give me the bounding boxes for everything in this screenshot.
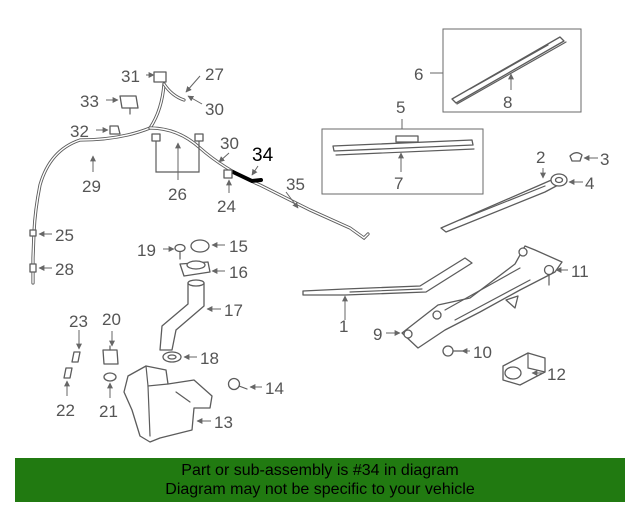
callout-21: 21 bbox=[99, 402, 118, 421]
hose-joint-28 bbox=[29, 263, 37, 273]
clip-32 bbox=[109, 125, 121, 135]
callout-32: 32 bbox=[70, 122, 89, 141]
banner-line-disclaimer: Diagram may not be specific to your vehi… bbox=[165, 481, 475, 498]
linkage-bolt-11 bbox=[543, 264, 555, 286]
leader-27 bbox=[185, 75, 201, 93]
callout-24: 24 bbox=[217, 197, 236, 216]
callout-13: 13 bbox=[214, 413, 233, 432]
callout-20: 20 bbox=[102, 310, 121, 329]
callout-4: 4 bbox=[585, 174, 594, 193]
callout-10: 10 bbox=[473, 343, 492, 362]
wiper-blade-7 bbox=[332, 135, 475, 156]
arm-cap-3 bbox=[569, 152, 583, 162]
seal-15 bbox=[190, 239, 210, 253]
callout-28: 28 bbox=[55, 260, 74, 279]
leader-30a bbox=[187, 95, 203, 105]
washer-pump-20 bbox=[102, 345, 119, 365]
callout-15: 15 bbox=[229, 237, 248, 256]
callout-30b: 30 bbox=[220, 134, 239, 153]
callout-33: 33 bbox=[80, 92, 99, 111]
callout-14: 14 bbox=[265, 379, 284, 398]
grommet-18 bbox=[162, 351, 182, 363]
callout-34: 34 bbox=[252, 145, 274, 166]
callout-6: 6 bbox=[414, 65, 423, 84]
callout-18: 18 bbox=[200, 349, 219, 368]
leader-35 bbox=[285, 191, 299, 209]
wiper-blade-8 bbox=[451, 36, 567, 105]
info-banner: Part or sub-assembly is #34 in diagram D… bbox=[15, 458, 625, 502]
reservoir-bolt-14 bbox=[227, 377, 248, 391]
callout-17: 17 bbox=[224, 301, 243, 320]
callout-31: 31 bbox=[121, 67, 140, 86]
callout-11: 11 bbox=[571, 262, 589, 281]
arm-nut-4 bbox=[550, 173, 568, 187]
callout-3: 3 bbox=[600, 150, 609, 169]
washer-hose-35 bbox=[148, 126, 370, 241]
callout-7: 7 bbox=[394, 174, 403, 193]
callout-8: 8 bbox=[503, 93, 512, 112]
wiper-washer-parts-diagram: 6 8 5 7 2 3 4 1 9 bbox=[29, 28, 609, 443]
screw-19 bbox=[174, 243, 186, 260]
callout-26: 26 bbox=[168, 185, 187, 204]
linkage-bolt-10 bbox=[442, 345, 464, 357]
leader-30b bbox=[218, 152, 230, 163]
wiper-linkage-9 bbox=[401, 245, 563, 349]
wiper-motor-12 bbox=[502, 352, 546, 386]
washer-hose-27 bbox=[162, 82, 186, 102]
leader-34 bbox=[251, 165, 259, 176]
callout-22: 22 bbox=[56, 401, 75, 420]
check-valve-33 bbox=[119, 95, 139, 115]
callout-9: 9 bbox=[373, 325, 382, 344]
callout-35: 35 bbox=[286, 175, 305, 194]
blade-8-box bbox=[442, 28, 582, 113]
callout-25: 25 bbox=[55, 226, 74, 245]
nozzle-22 bbox=[63, 367, 73, 379]
callout-5: 5 bbox=[396, 98, 405, 117]
callout-29: 29 bbox=[82, 177, 101, 196]
washer-hose-34-highlighted bbox=[231, 170, 263, 184]
hose-joint-25 bbox=[29, 229, 37, 237]
connector-31 bbox=[153, 71, 167, 83]
washer-reservoir-13 bbox=[123, 365, 213, 443]
filler-neck-17 bbox=[159, 279, 205, 351]
callout-23: 23 bbox=[69, 312, 88, 331]
banner-line-part-info: Part or sub-assembly is #34 in diagram bbox=[181, 462, 459, 479]
connector-24 bbox=[223, 169, 233, 179]
pump-grommet-21 bbox=[103, 372, 117, 382]
callout-1: 1 bbox=[339, 317, 348, 336]
wiper-arm-2 bbox=[440, 177, 561, 233]
nozzle-23 bbox=[71, 351, 81, 363]
callout-27: 27 bbox=[205, 65, 224, 84]
filler-cap-16 bbox=[179, 260, 211, 277]
callout-19: 19 bbox=[137, 241, 156, 260]
callout-12: 12 bbox=[547, 365, 566, 384]
callout-16: 16 bbox=[229, 263, 248, 282]
wiper-arm-1 bbox=[302, 257, 473, 296]
callout-2: 2 bbox=[536, 148, 545, 167]
callout-30a: 30 bbox=[205, 100, 224, 119]
washer-hose-29 bbox=[31, 82, 166, 285]
